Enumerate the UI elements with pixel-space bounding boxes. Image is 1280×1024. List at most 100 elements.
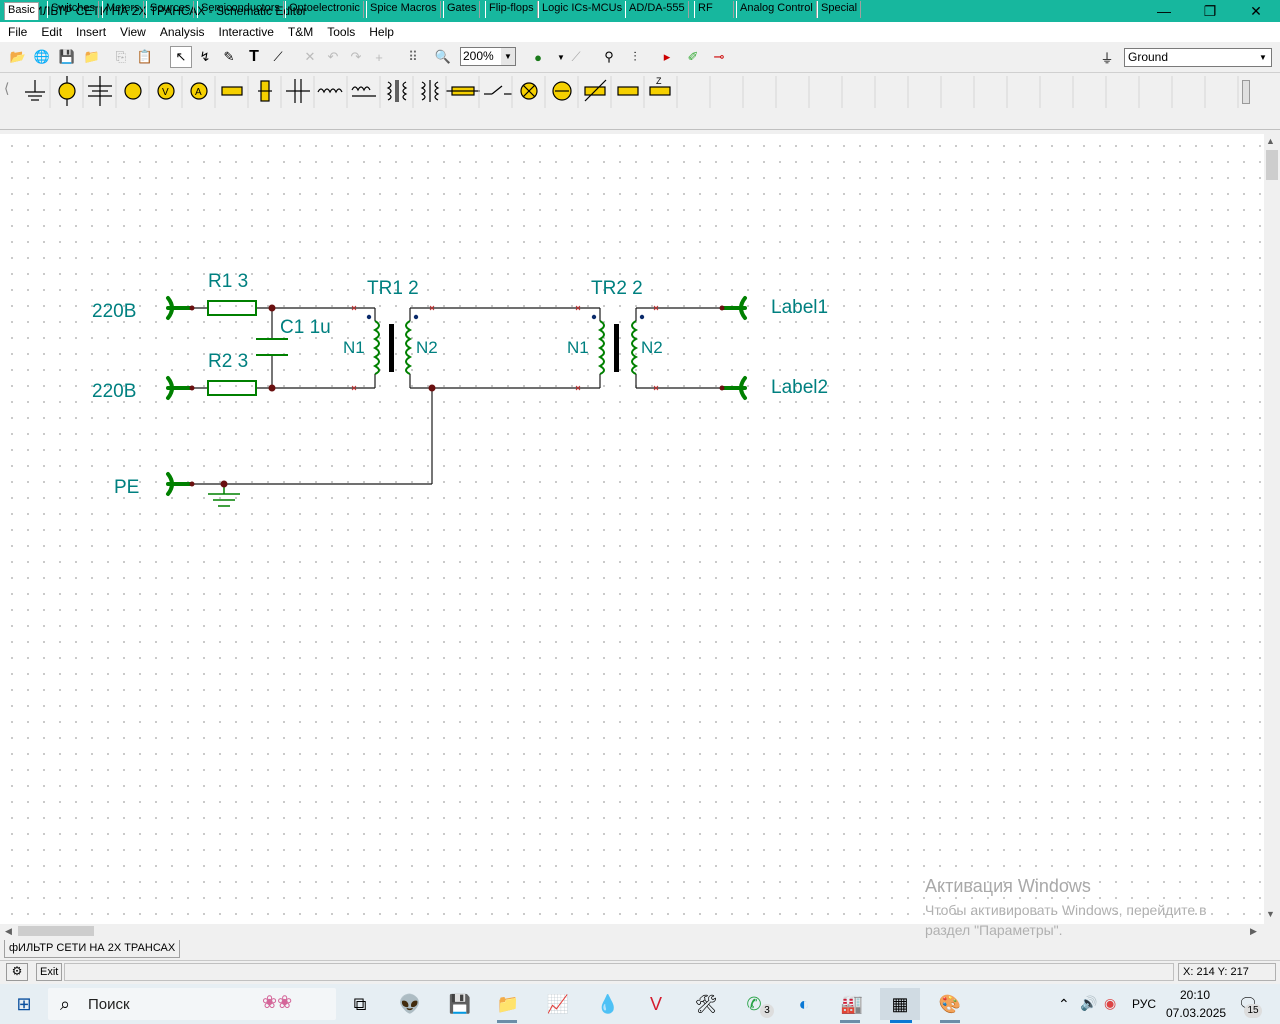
- maximize-button[interactable]: ❐: [1203, 2, 1217, 19]
- tools-app-icon[interactable]: 🛠: [694, 993, 718, 1014]
- horizontal-scrollbar[interactable]: [0, 924, 1264, 938]
- ground-select[interactable]: Ground▼: [1124, 48, 1272, 67]
- zoom-select[interactable]: 200%▼: [460, 47, 516, 66]
- minimize-button[interactable]: —: [1157, 3, 1171, 19]
- undo-icon[interactable]: ↶: [327, 49, 339, 64]
- volume-icon[interactable]: 🔊: [1080, 995, 1098, 1011]
- open-icon[interactable]: 📁: [83, 49, 101, 64]
- crosshair-icon[interactable]: +: [375, 49, 383, 65]
- tina-app-icon[interactable]: ▦: [880, 988, 920, 1020]
- menu-analysis[interactable]: Analysis: [159, 25, 205, 39]
- resistor-r2[interactable]: [207, 380, 257, 396]
- vivaldi-icon[interactable]: V: [649, 993, 662, 1014]
- task-view-icon[interactable]: ⧉: [353, 993, 367, 1014]
- vertical-scrollbar[interactable]: [1264, 134, 1280, 924]
- save-app-icon[interactable]: 💾: [448, 993, 472, 1014]
- tab-spice-macros[interactable]: Spice Macros: [366, 1, 441, 18]
- taskbar-search[interactable]: ⌕ Поиск ❀❀: [48, 988, 336, 1020]
- redo-icon[interactable]: ↷: [350, 49, 362, 64]
- label-pe: PE: [114, 477, 139, 498]
- resistor-r1[interactable]: [207, 300, 257, 316]
- schematic-canvas[interactable]: [0, 134, 1264, 924]
- paint-app-icon[interactable]: 🎨: [938, 993, 962, 1014]
- alien-app-icon[interactable]: 👽: [398, 993, 422, 1014]
- ammeter-icon[interactable]: ⫶: [633, 49, 637, 64]
- tab-special[interactable]: Special: [817, 1, 862, 18]
- exit-button[interactable]: Exit: [36, 963, 63, 981]
- transformer-tr1[interactable]: [372, 320, 413, 375]
- drop-app-icon[interactable]: 💧: [596, 993, 620, 1014]
- tab-optoelectronic[interactable]: Optoelectronic: [285, 1, 364, 18]
- chevron-down-icon: ▼: [501, 48, 515, 65]
- tab-flip-flops[interactable]: Flip-flops: [485, 1, 538, 18]
- wire-tool-icon[interactable]: ↯: [199, 49, 211, 64]
- chart-app-icon[interactable]: 📈: [546, 993, 570, 1014]
- menu-tools[interactable]: Tools: [327, 25, 356, 39]
- active-indicator: [890, 1020, 912, 1023]
- ground-tool-icon[interactable]: ⏚: [1100, 50, 1114, 66]
- dropdown-arrow-icon[interactable]: ▼: [557, 52, 565, 62]
- transformer-tr2[interactable]: [597, 320, 639, 375]
- language-indicator[interactable]: РУС: [1132, 997, 1157, 1011]
- line-tool-icon[interactable]: ⟋: [273, 49, 283, 64]
- tab-rf[interactable]: RF: [694, 1, 734, 18]
- zoom-icon[interactable]: 🔍: [434, 49, 452, 64]
- horizontal-scroll-thumb[interactable]: [18, 926, 94, 936]
- delete-icon[interactable]: ✕: [304, 49, 316, 64]
- tab-switches[interactable]: Switches: [47, 1, 100, 18]
- start-windows-icon[interactable]: ⊞: [16, 993, 32, 1014]
- paste-icon[interactable]: 📋: [136, 49, 154, 64]
- capacitor-c1[interactable]: [256, 338, 288, 356]
- tab-gates[interactable]: Gates: [443, 1, 481, 18]
- whatsapp-icon[interactable]: ✆: [746, 993, 762, 1014]
- dc-analysis-icon[interactable]: ●: [534, 49, 542, 65]
- clock-time[interactable]: 20:10: [1180, 988, 1211, 1002]
- clock-date[interactable]: 07.03.2025: [1166, 1006, 1227, 1020]
- menu-view[interactable]: View: [120, 25, 146, 39]
- document-tab[interactable]: фИЛЬТР СЕТИ НА 2Х ТРАНСАХ: [4, 940, 181, 958]
- tab-basic[interactable]: Basic: [4, 2, 39, 20]
- scroll-right-arrow-icon[interactable]: ▶: [1250, 926, 1257, 936]
- edge-icon[interactable]: ◐: [798, 993, 810, 1014]
- menu-help[interactable]: Help: [369, 25, 394, 39]
- marker-icon[interactable]: ✐: [687, 49, 699, 64]
- tab-sources[interactable]: Sources: [146, 1, 195, 18]
- network-icon[interactable]: ◉: [1104, 995, 1117, 1011]
- gear-status-icon[interactable]: ⚙: [6, 963, 28, 981]
- vertical-scroll-thumb[interactable]: [1266, 150, 1278, 180]
- pin-icon[interactable]: ⊸: [713, 49, 725, 64]
- tab-adda[interactable]: AD/DA-555: [625, 1, 689, 18]
- tab-logic-ics[interactable]: Logic ICs-MCUs: [538, 1, 627, 18]
- menu-edit[interactable]: Edit: [41, 25, 63, 39]
- factory-app-icon[interactable]: 🏭: [840, 993, 864, 1014]
- text-tool-icon[interactable]: T: [249, 48, 259, 65]
- open-folder-icon[interactable]: 📂: [9, 49, 27, 64]
- scroll-right-handle[interactable]: [1242, 80, 1250, 104]
- menu-insert[interactable]: Insert: [76, 25, 107, 39]
- probe-icon[interactable]: ⟋: [571, 49, 581, 64]
- save-icon[interactable]: 💾: [58, 49, 76, 64]
- component-tabs: [0, 110, 1280, 130]
- ground-symbol[interactable]: [208, 484, 240, 507]
- scroll-down-icon[interactable]: ▼: [1266, 909, 1275, 919]
- close-button[interactable]: ✕: [1250, 2, 1262, 19]
- tab-semiconductors[interactable]: Semiconductors: [197, 1, 284, 18]
- scroll-left-icon[interactable]: ⟨: [4, 80, 10, 96]
- menu-file[interactable]: File: [8, 25, 28, 39]
- grid-icon[interactable]: ⠿: [408, 49, 418, 64]
- tab-meters[interactable]: Meters: [102, 1, 144, 18]
- scroll-up-icon[interactable]: ▲: [1266, 136, 1275, 146]
- copy-icon[interactable]: ⎘: [115, 49, 127, 64]
- select-pointer-icon[interactable]: ↖: [170, 46, 192, 68]
- scroll-left-arrow-icon[interactable]: ◀: [5, 926, 12, 936]
- tray-chevron-up-icon[interactable]: ⌃: [1058, 996, 1070, 1012]
- menu-bar: File Edit Insert View Analysis Interacti…: [0, 22, 1280, 42]
- diode-probe-icon[interactable]: ▸: [663, 49, 671, 64]
- file-explorer-icon[interactable]: 📁: [496, 993, 520, 1014]
- tab-analog-control[interactable]: Analog Control: [736, 1, 817, 18]
- menu-tm[interactable]: T&M: [287, 25, 314, 39]
- menu-interactive[interactable]: Interactive: [218, 25, 274, 39]
- voltmeter-icon[interactable]: ⚲: [604, 49, 614, 64]
- web-icon[interactable]: 🌐: [33, 49, 51, 64]
- pen-tool-icon[interactable]: ✎: [223, 49, 235, 64]
